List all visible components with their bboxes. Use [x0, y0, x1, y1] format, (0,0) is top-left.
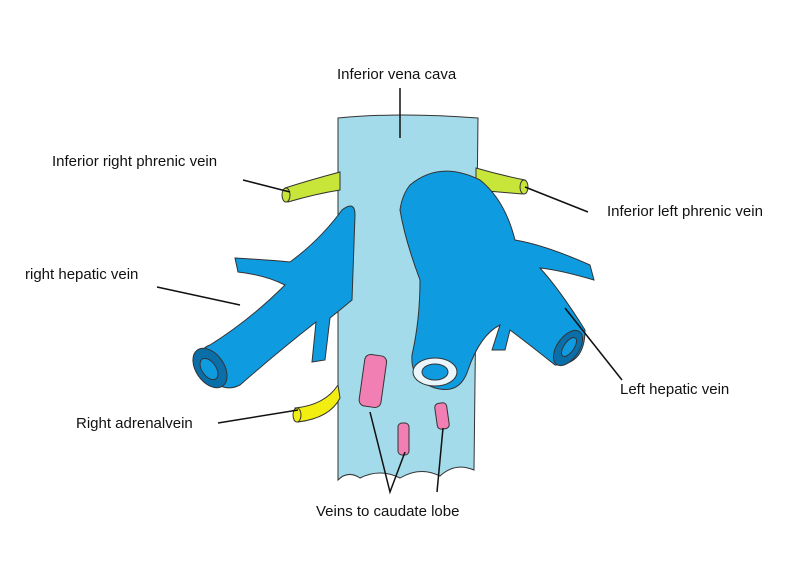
right-hepatic-vein [200, 205, 356, 389]
right-adrenal-vein [294, 383, 341, 423]
label-right-phrenic-vein: Inferior right phrenic vein [52, 153, 218, 170]
label-left-phrenic-vein: Inferior left phrenic vein [607, 203, 763, 220]
caudate-vein-1 [358, 353, 388, 408]
label-left-hepatic-vein: Left hepatic vein [620, 381, 730, 398]
left-hepatic-vein [399, 170, 595, 390]
caudate-vein-2 [397, 422, 410, 456]
label-caudate-veins: Veins to caudate lobe [316, 503, 460, 520]
label-right-hepatic-vein: right hepatic vein [25, 266, 139, 283]
label-right-adrenal-vein: Right adrenalvein [76, 415, 193, 432]
right-phrenic-vein [284, 171, 341, 203]
leader-lines [156, 88, 623, 495]
caudate-vein-3 [434, 402, 450, 430]
label-inferior-vena-cava: Inferior vena cava [337, 66, 457, 83]
